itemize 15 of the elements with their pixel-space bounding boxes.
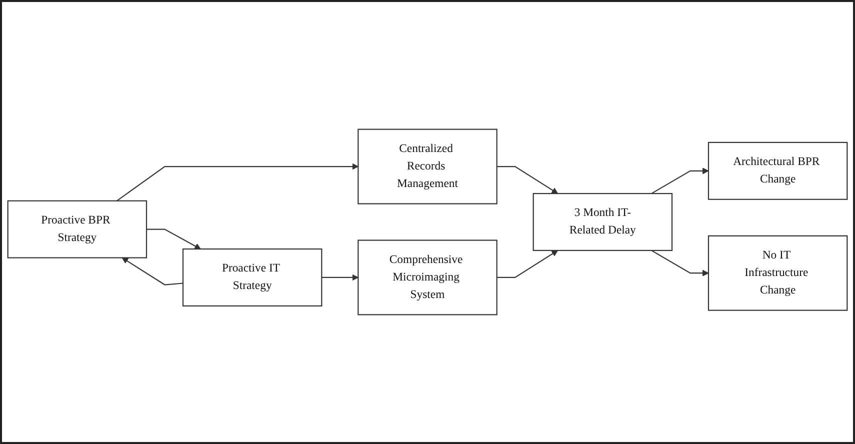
arrow	[496, 250, 558, 278]
node-box: Proactive IT Strategy	[182, 248, 322, 306]
node-box: Centralized Records Management	[358, 128, 498, 204]
arrow	[651, 168, 709, 194]
arrow	[322, 274, 358, 281]
node-box: Architectural BPR Change	[708, 142, 848, 200]
node-box: No IT Infrastructure Change	[708, 235, 848, 311]
arrow	[496, 166, 558, 194]
arrow	[116, 163, 358, 202]
node-box: Proactive BPR Strategy	[7, 200, 148, 258]
node-box: 3 Month IT-Related Delay	[532, 192, 673, 252]
node-box: Comprehensive Microimaging System	[358, 240, 498, 316]
arrow	[651, 250, 709, 276]
arrow	[146, 228, 201, 250]
arrow	[122, 257, 184, 286]
